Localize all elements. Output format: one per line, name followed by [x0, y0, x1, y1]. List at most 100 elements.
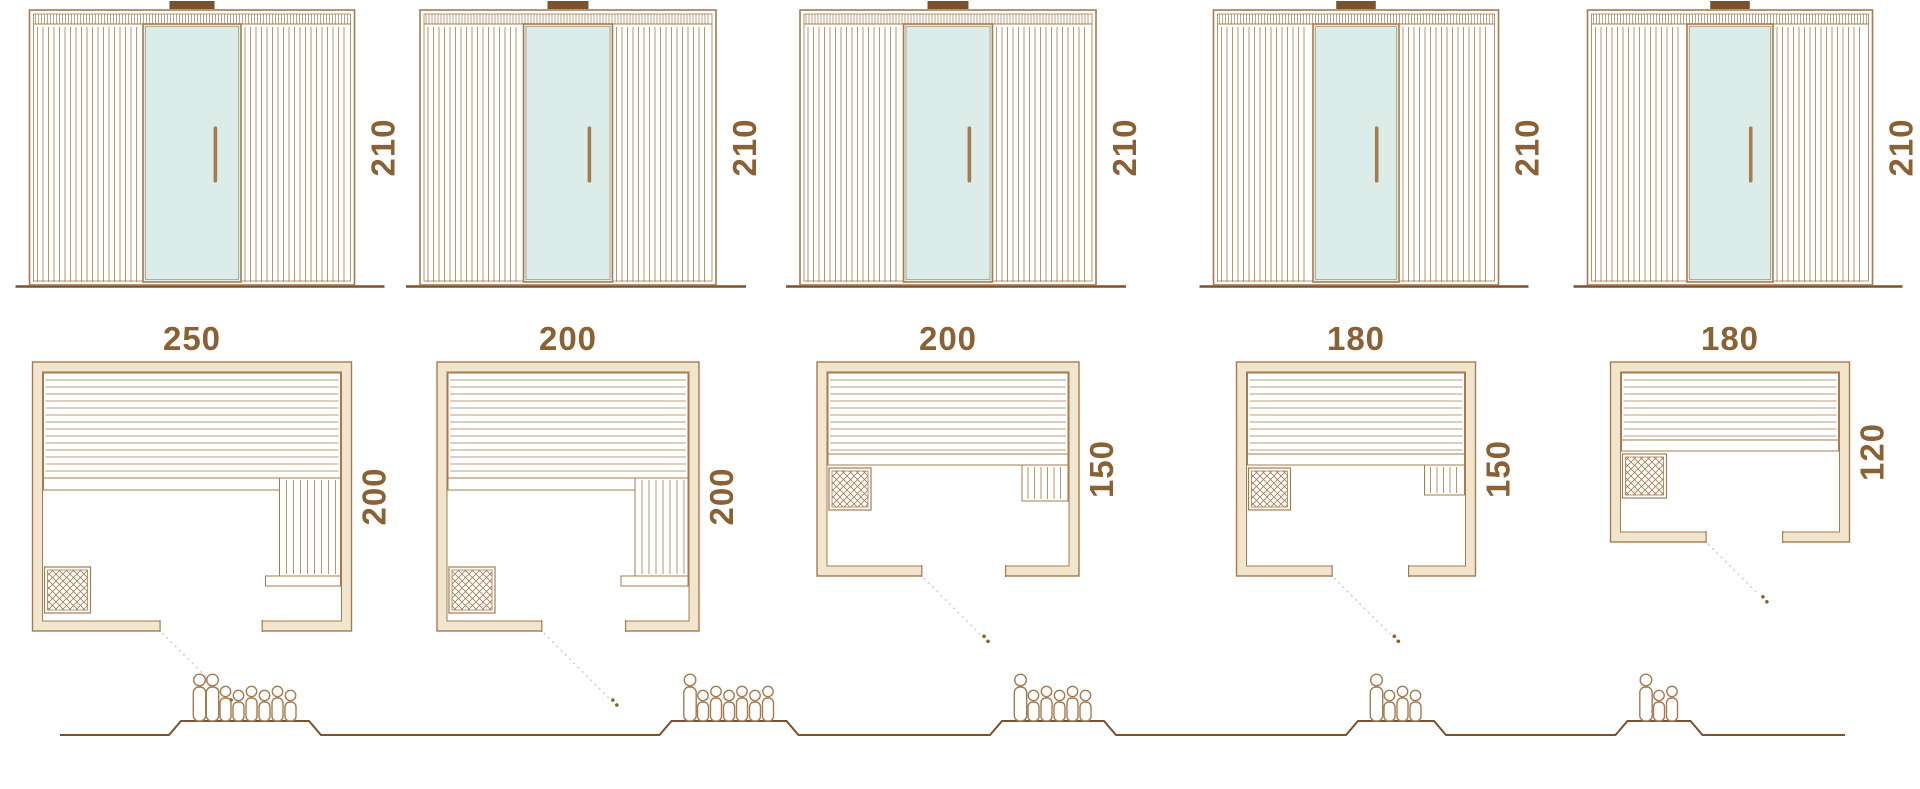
person-icon — [1652, 689, 1666, 722]
door-top-rail — [1336, 1, 1376, 9]
door-opening — [160, 619, 263, 633]
bench-step — [447, 477, 636, 491]
person-icon — [1040, 685, 1053, 722]
person-icon — [232, 689, 245, 722]
height-dimension-label: 210 — [1883, 118, 1920, 176]
door-swing-line — [923, 577, 981, 635]
person-icon — [735, 685, 749, 722]
capacity-group-4 — [1369, 673, 1422, 722]
glass-door — [142, 23, 242, 283]
person-icon — [192, 673, 207, 722]
depth-dimension-label: 150 — [1480, 440, 1517, 498]
depth-dimension-label: 120 — [1854, 423, 1891, 481]
capacity-group-3 — [1013, 673, 1092, 722]
height-dimension-label: 210 — [365, 118, 402, 176]
person-icon — [1027, 689, 1040, 722]
door-swing-line — [543, 632, 610, 699]
door-swing-mark — [1392, 634, 1401, 644]
person-icon — [683, 673, 697, 722]
elevation-view-1: 210 — [15, 1, 402, 288]
height-dimension-label: 210 — [726, 118, 763, 176]
depth-dimension-label: 200 — [703, 467, 740, 525]
person-icon — [284, 689, 297, 722]
door-handle-icon — [1374, 126, 1379, 183]
plan-view-2: 200 200 — [436, 320, 740, 707]
person-icon — [1665, 685, 1679, 722]
width-dimension-label: 250 — [163, 320, 221, 357]
person-icon — [245, 685, 258, 722]
ground-line — [60, 720, 1845, 736]
door-top-rail — [927, 1, 969, 9]
capacity-group-2 — [683, 673, 775, 722]
bench-top — [43, 372, 341, 491]
glass-door — [1686, 23, 1774, 283]
person-icon — [1079, 689, 1092, 722]
heater-icon — [43, 566, 92, 614]
person-icon — [1396, 685, 1409, 722]
door-opening — [541, 619, 626, 633]
person-icon — [1013, 673, 1028, 722]
depth-dimension-label: 200 — [356, 467, 393, 525]
glass-door — [902, 23, 994, 283]
heater-icon — [1621, 453, 1668, 499]
door-top-rail — [547, 1, 589, 9]
right-slat-panel — [244, 27, 345, 282]
door-handle-icon — [213, 126, 218, 183]
width-dimension-label: 180 — [1701, 320, 1759, 357]
person-icon — [1409, 689, 1422, 722]
capacity-group-1 — [192, 673, 297, 722]
door-handle-icon — [587, 126, 592, 183]
right-slat-panel — [1776, 27, 1860, 282]
person-icon — [219, 685, 232, 722]
bench-step — [1621, 439, 1839, 452]
right-slat-panel — [1402, 27, 1486, 282]
person-icon — [1383, 689, 1396, 722]
top-vent-strip — [1591, 14, 1869, 25]
elevation-view-4: 210 — [1199, 1, 1546, 288]
person-icon — [696, 689, 710, 722]
left-slat-panel — [37, 27, 137, 282]
glass-door — [522, 23, 614, 283]
person-icon — [709, 685, 723, 722]
bench-side — [620, 477, 689, 587]
person-icon — [258, 689, 271, 722]
width-dimension-label: 200 — [539, 320, 597, 357]
person-icon — [761, 685, 775, 722]
person-icon — [271, 685, 284, 722]
bench-top — [1621, 372, 1839, 452]
height-dimension-label: 210 — [1509, 118, 1546, 176]
door-handle-icon — [967, 126, 972, 183]
heater-icon — [828, 467, 872, 511]
elevation-view-2: 210 — [406, 1, 763, 288]
plan-view-1: 250 200 — [31, 320, 393, 707]
left-slat-panel — [427, 27, 517, 282]
heater-icon — [448, 566, 496, 614]
door-opening — [1706, 530, 1783, 544]
plan-view-5: 180 120 — [1609, 320, 1891, 604]
glass-door-frame — [1315, 26, 1397, 280]
bench-corner — [1021, 464, 1069, 502]
bench-top — [447, 372, 689, 491]
glass-door-frame — [1689, 26, 1771, 280]
depth-dimension-label: 150 — [1083, 440, 1120, 498]
door-opening — [921, 564, 1006, 578]
door-swing-line — [1333, 577, 1391, 635]
bench-step — [827, 453, 1069, 466]
door-top-rail — [169, 1, 215, 9]
person-icon — [748, 689, 762, 722]
glass-door-frame — [145, 26, 239, 280]
heater-icon — [1247, 467, 1292, 511]
bench-step — [1247, 453, 1465, 466]
person-icon — [1639, 673, 1653, 722]
door-swing-mark — [611, 698, 619, 707]
bench-corner — [1424, 464, 1465, 496]
person-icon — [1066, 685, 1079, 722]
left-slat-panel — [1595, 27, 1679, 282]
capacity-group-5 — [1639, 673, 1679, 722]
width-dimension-label: 180 — [1327, 320, 1385, 357]
plan-view-4: 180 150 — [1235, 320, 1517, 644]
person-icon — [1369, 673, 1384, 722]
door-swing-mark — [1761, 595, 1769, 604]
